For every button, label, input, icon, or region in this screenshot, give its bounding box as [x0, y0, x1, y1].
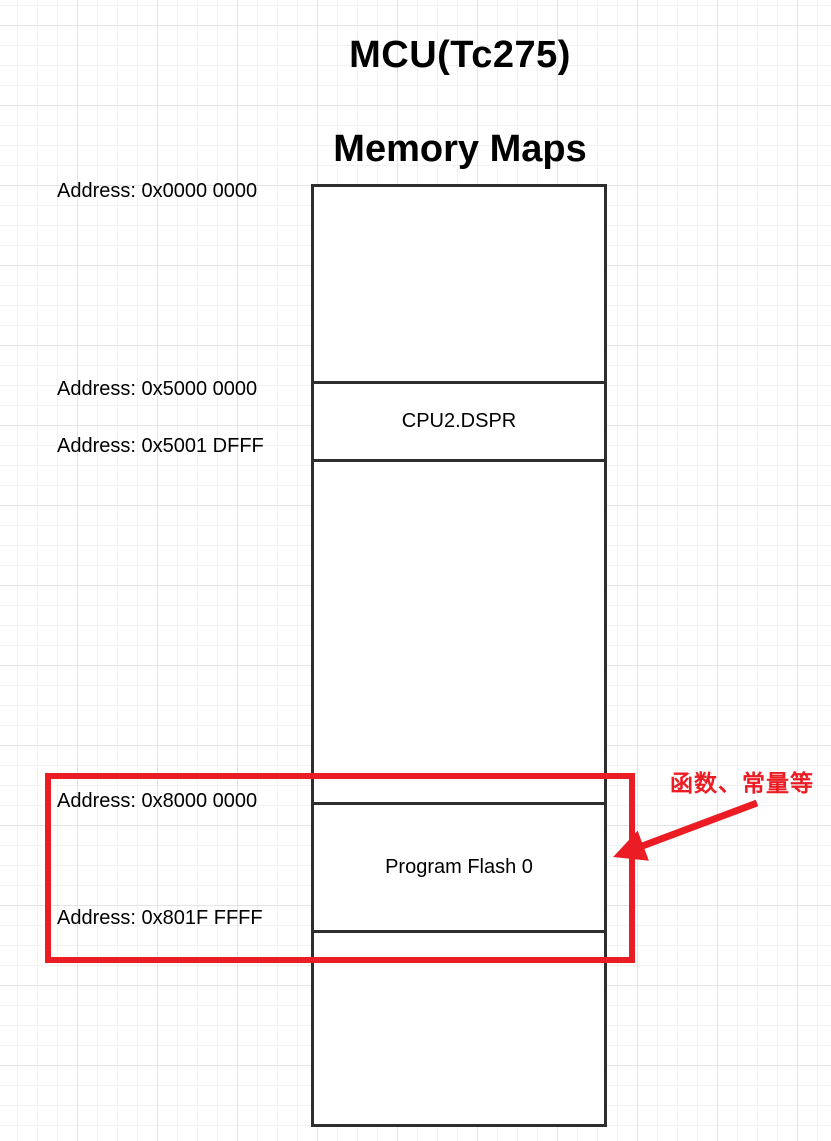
- section-divider-0x801f-ffff: [314, 930, 604, 933]
- address-label-0x8000-0000: Address: 0x8000 0000: [57, 790, 258, 812]
- section-program-flash-0-label: Program Flash 0: [385, 856, 533, 878]
- section-divider-0x8000-0000: [314, 802, 604, 805]
- page-title: MCU(Tc275): [349, 34, 571, 76]
- highlight-rectangle: [45, 773, 635, 963]
- section-cpu2-dspr-label: CPU2.DSPR: [401, 410, 517, 432]
- address-label-0x801f-ffff: Address: 0x801F FFFF: [57, 907, 263, 929]
- section-divider-0x5000-0000: [314, 381, 604, 384]
- address-label-0x0000-0000: Address: 0x0000 0000: [57, 180, 258, 202]
- section-divider-0x5001-dfff: [314, 459, 604, 462]
- page-subtitle: Memory Maps: [333, 128, 587, 170]
- memory-map-box: CPU2.DSPR Program Flash 0: [311, 184, 607, 1127]
- annotation-label: 函数、常量等: [670, 770, 814, 797]
- annotation-arrow-icon: [613, 799, 759, 861]
- address-label-0x5000-0000: Address: 0x5000 0000: [57, 378, 258, 400]
- address-label-0x5001-dfff: Address: 0x5001 DFFF: [57, 435, 264, 457]
